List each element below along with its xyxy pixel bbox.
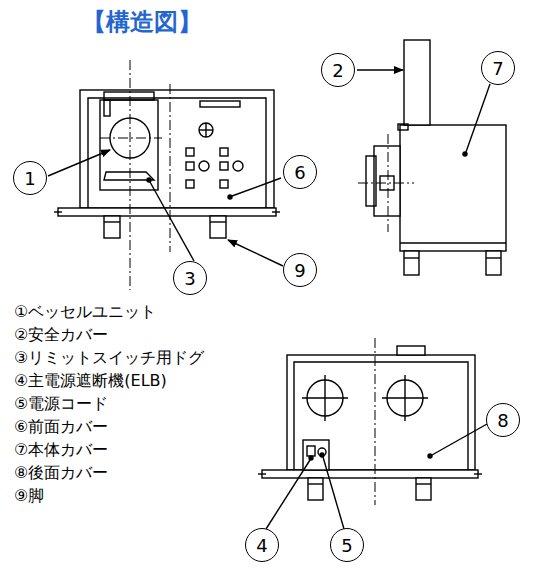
part-name: ⑧後面カバー bbox=[14, 463, 108, 484]
callout-circle: 9 bbox=[283, 253, 317, 287]
callout-circle: 3 bbox=[173, 261, 207, 295]
callout-number: 8 bbox=[497, 410, 508, 431]
callout-circle: 5 bbox=[330, 528, 364, 562]
part-name: ④主電源遮断機(ELB) bbox=[14, 371, 167, 392]
callout-circle: 8 bbox=[486, 403, 520, 437]
front-view bbox=[48, 60, 283, 290]
callout-number: 5 bbox=[341, 535, 352, 556]
callout-number: 3 bbox=[184, 268, 195, 289]
part-name: ⑤電源コード bbox=[14, 394, 108, 415]
part-name: ②安全カバー bbox=[14, 325, 108, 346]
callout-circle: 2 bbox=[321, 53, 355, 87]
callout-number: 9 bbox=[294, 260, 305, 281]
callout-number: 2 bbox=[332, 60, 343, 81]
diagram-title: 【構造図】 bbox=[82, 6, 202, 38]
callout-circle: 7 bbox=[481, 51, 515, 85]
part-name: ⑨脚 bbox=[14, 486, 44, 507]
part-name: ⑥前面カバー bbox=[14, 417, 108, 438]
callout-circle: 1 bbox=[13, 161, 47, 195]
part-name: ③リミットスイッチ用ドグ bbox=[14, 348, 204, 369]
callout-number: 4 bbox=[256, 535, 267, 556]
callout-circle: 4 bbox=[245, 528, 279, 562]
part-name: ①ベッセルユニット bbox=[14, 302, 156, 323]
callout-number: 1 bbox=[24, 168, 35, 189]
callout-circle: 6 bbox=[283, 155, 317, 189]
part-name: ⑦本体カバー bbox=[14, 440, 108, 461]
callout-number: 6 bbox=[294, 162, 305, 183]
rear-view bbox=[258, 338, 487, 529]
callout-number: 7 bbox=[492, 58, 503, 79]
